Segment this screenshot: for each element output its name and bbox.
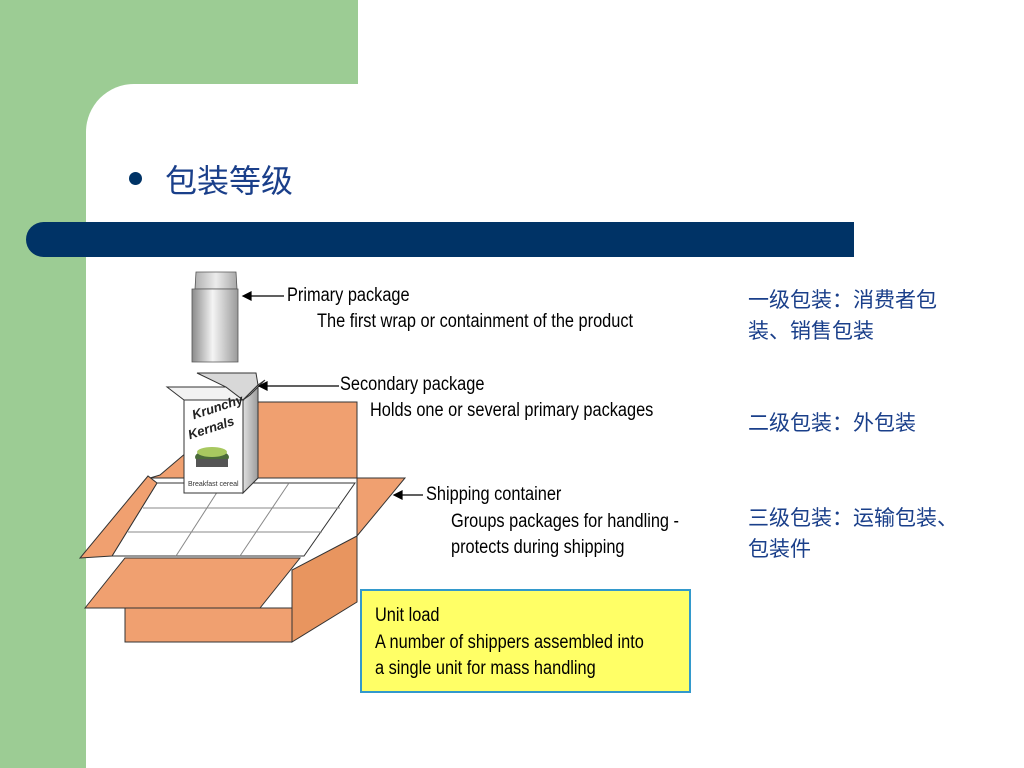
secondary-package-heading: Secondary package bbox=[340, 374, 485, 395]
shipping-container-desc-2: protects during shipping bbox=[451, 537, 625, 558]
bullet-icon bbox=[129, 172, 142, 185]
unit-load-box: Unit load A number of shippers assembled… bbox=[360, 589, 691, 693]
cereal-box bbox=[165, 372, 266, 495]
cereal-caption: Breakfast cereal bbox=[188, 481, 239, 488]
unit-load-heading: Unit load bbox=[375, 605, 440, 626]
level3-note-line1: 三级包装：运输包装、 bbox=[748, 506, 958, 530]
slide-title: 包装等级 bbox=[165, 162, 294, 200]
unit-load-desc-1: A number of shippers assembled into bbox=[375, 632, 644, 653]
shipping-container-heading: Shipping container bbox=[426, 484, 562, 505]
shipping-container-desc-1: Groups packages for handling - bbox=[451, 511, 679, 532]
title-divider-bar bbox=[26, 222, 854, 257]
level1-note-line1: 一级包装：消费者包 bbox=[748, 288, 937, 312]
label-arrows bbox=[241, 291, 423, 500]
primary-package-desc: The first wrap or containment of the pro… bbox=[317, 311, 634, 332]
primary-package-heading: Primary package bbox=[287, 285, 410, 306]
level1-note-line2: 装、销售包装 bbox=[748, 319, 874, 343]
unit-load-desc-2: a single unit for mass handling bbox=[375, 658, 596, 679]
primary-pouch bbox=[191, 271, 239, 363]
level2-note: 二级包装：外包装 bbox=[748, 411, 916, 435]
secondary-package-desc: Holds one or several primary packages bbox=[370, 400, 654, 421]
level3-note-line2: 包装件 bbox=[748, 537, 811, 561]
